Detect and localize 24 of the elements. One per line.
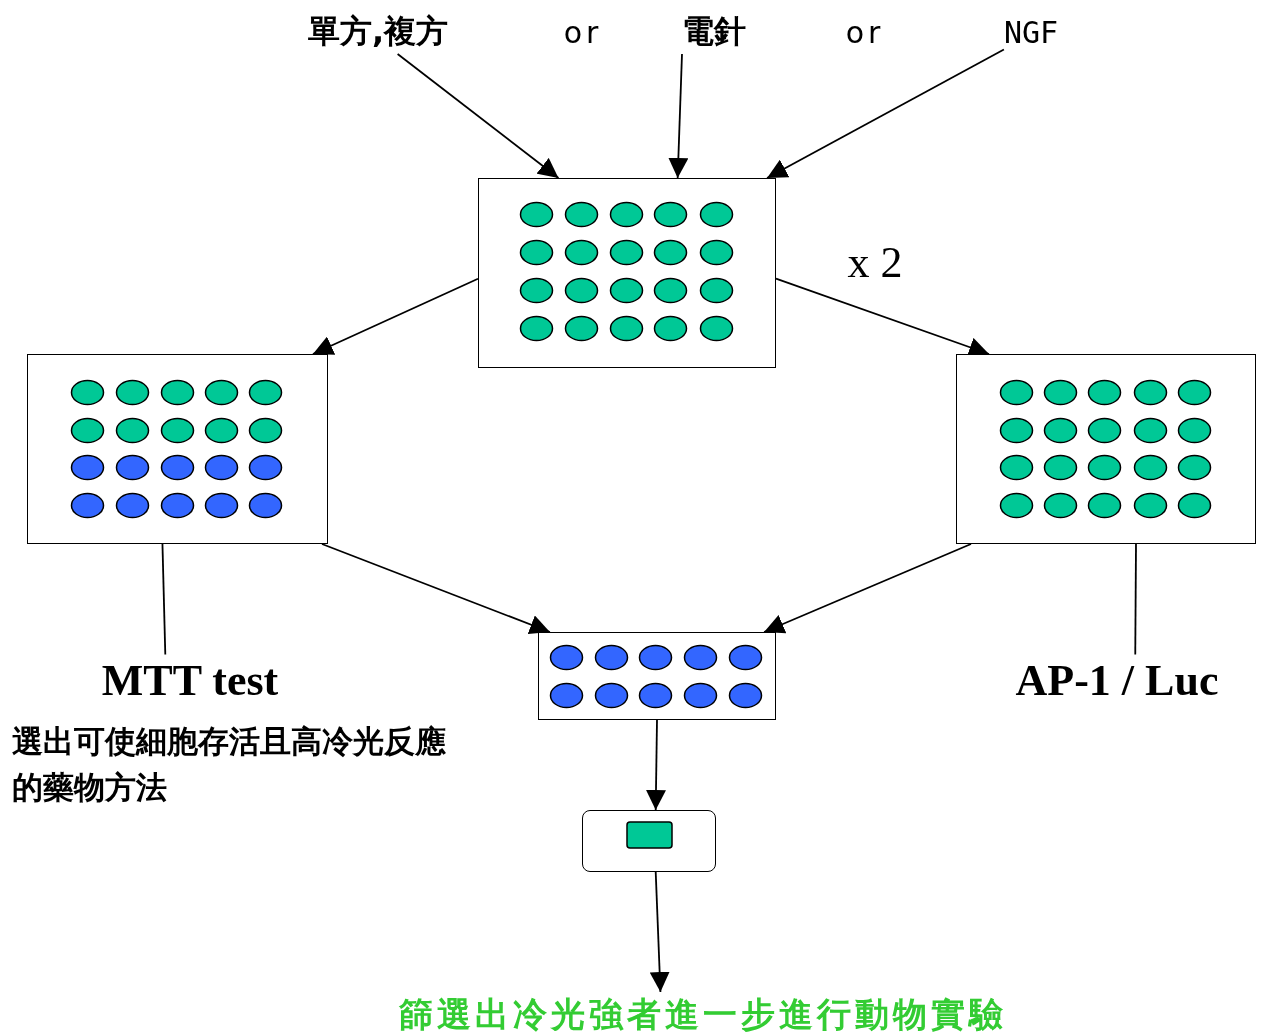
well-plate bbox=[27, 354, 328, 544]
arrow bbox=[763, 543, 972, 634]
arrow bbox=[312, 277, 479, 355]
input-text: 電針 bbox=[682, 10, 746, 54]
arrow bbox=[766, 48, 1005, 179]
arrow bbox=[321, 543, 551, 635]
or-text: or bbox=[845, 14, 885, 50]
connector-line bbox=[1134, 543, 1137, 656]
connector-line bbox=[161, 543, 167, 656]
test-label: AP-1 / Luc bbox=[1015, 654, 1219, 706]
arrow bbox=[396, 53, 560, 179]
well-plate bbox=[478, 178, 776, 368]
arrow bbox=[646, 719, 666, 811]
result-text: 篩選出冷光強者進一步進行動物實驗 bbox=[399, 992, 1007, 1036]
input-text: NGF bbox=[1003, 14, 1059, 50]
reader-device bbox=[582, 810, 716, 872]
well-plate bbox=[956, 354, 1256, 544]
description-text: 選出可使細胞存活且高冷光反應的藥物方法 bbox=[12, 722, 447, 807]
arrow bbox=[649, 871, 670, 993]
arrow bbox=[668, 53, 689, 179]
or-text: or bbox=[563, 14, 603, 50]
well-plate bbox=[538, 632, 776, 720]
input-text: 單方,複方 bbox=[307, 10, 449, 54]
test-label: MTT test bbox=[101, 654, 279, 706]
